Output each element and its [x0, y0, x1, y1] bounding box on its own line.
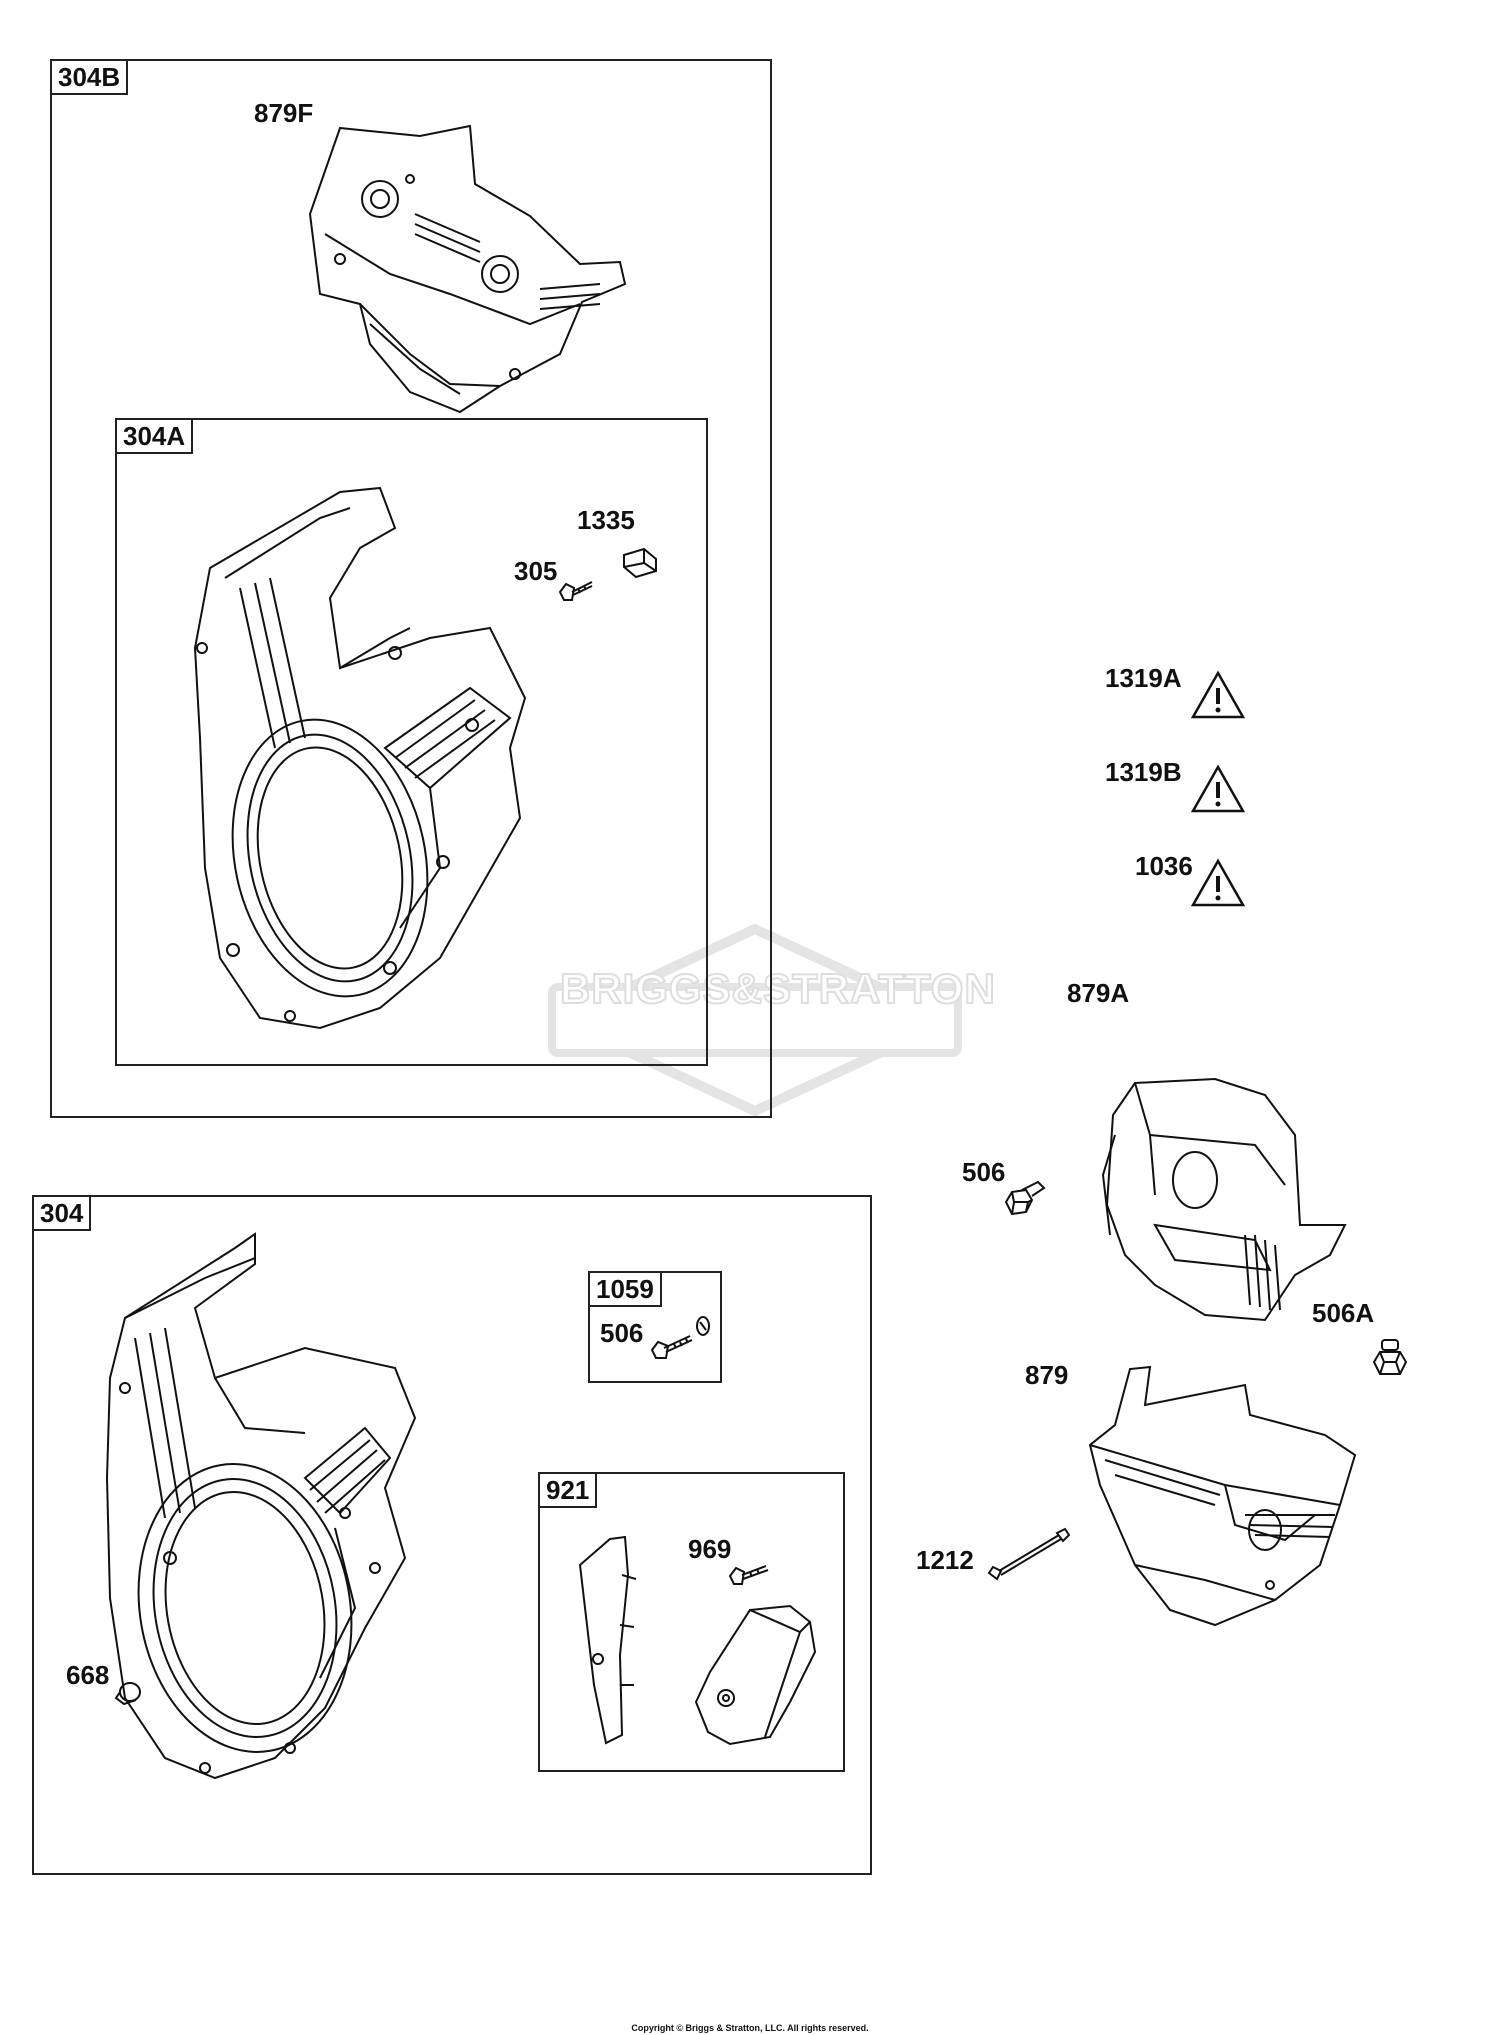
cover-879	[1075, 1365, 1375, 1630]
copyright-notice: Copyright © Briggs & Stratton, LLC. All …	[631, 2023, 869, 2033]
part-label-879A: 879A	[1067, 978, 1130, 1008]
stud-1212	[985, 1525, 1070, 1587]
part-label-668: 668	[66, 1660, 110, 1690]
group-304-tag: 304	[32, 1195, 92, 1231]
part-label-506: 506	[962, 1157, 1006, 1187]
plug-506A	[1370, 1338, 1410, 1378]
briggs-stratton-watermark	[550, 925, 960, 1115]
part-label-506-kit: 506	[600, 1318, 644, 1348]
part-label-506A: 506A	[1312, 1298, 1375, 1328]
group-1059-frame: 1059	[588, 1271, 722, 1383]
group-304A-frame: 304A	[115, 418, 708, 1066]
part-label-1319A: 1319A	[1105, 663, 1182, 693]
part-label-1036: 1036	[1135, 851, 1193, 881]
warning-icon	[1190, 670, 1246, 720]
part-label-305: 305	[514, 556, 558, 586]
part-label-969: 969	[688, 1534, 732, 1564]
screw-305	[558, 578, 594, 604]
screw-506-kit	[648, 1308, 718, 1368]
group-921-frame: 921	[538, 1472, 845, 1772]
group-304B-tag: 304B	[50, 59, 129, 95]
group-304B-frame: 304B	[50, 59, 772, 1118]
part-label-1212: 1212	[916, 1545, 974, 1575]
warning-icon	[1190, 764, 1246, 814]
group-1059-tag: 1059	[588, 1271, 662, 1307]
part-label-879F: 879F	[254, 98, 314, 128]
warning-icon	[1190, 858, 1246, 908]
part-label-1319B: 1319B	[1105, 757, 1182, 787]
nut-1335	[620, 545, 660, 581]
cover-879A	[1095, 1075, 1345, 1325]
blower-housing-304	[105, 1228, 525, 1798]
bolt-506	[1002, 1180, 1046, 1222]
nut-668	[112, 1680, 142, 1706]
blower-housing-304A	[180, 488, 650, 1058]
screw-969	[728, 1560, 770, 1590]
group-921-tag: 921	[538, 1472, 598, 1508]
baffle-921	[570, 1535, 640, 1745]
group-304A-tag: 304A	[115, 418, 194, 454]
part-label-879: 879	[1025, 1360, 1069, 1390]
group-304-frame: 304	[32, 1195, 872, 1875]
cylinder-head-cover-879F	[300, 124, 630, 414]
guard-921	[690, 1602, 825, 1747]
part-label-1335: 1335	[577, 505, 635, 535]
watermark-text: BRIGGS&STRATTON	[559, 964, 996, 1013]
